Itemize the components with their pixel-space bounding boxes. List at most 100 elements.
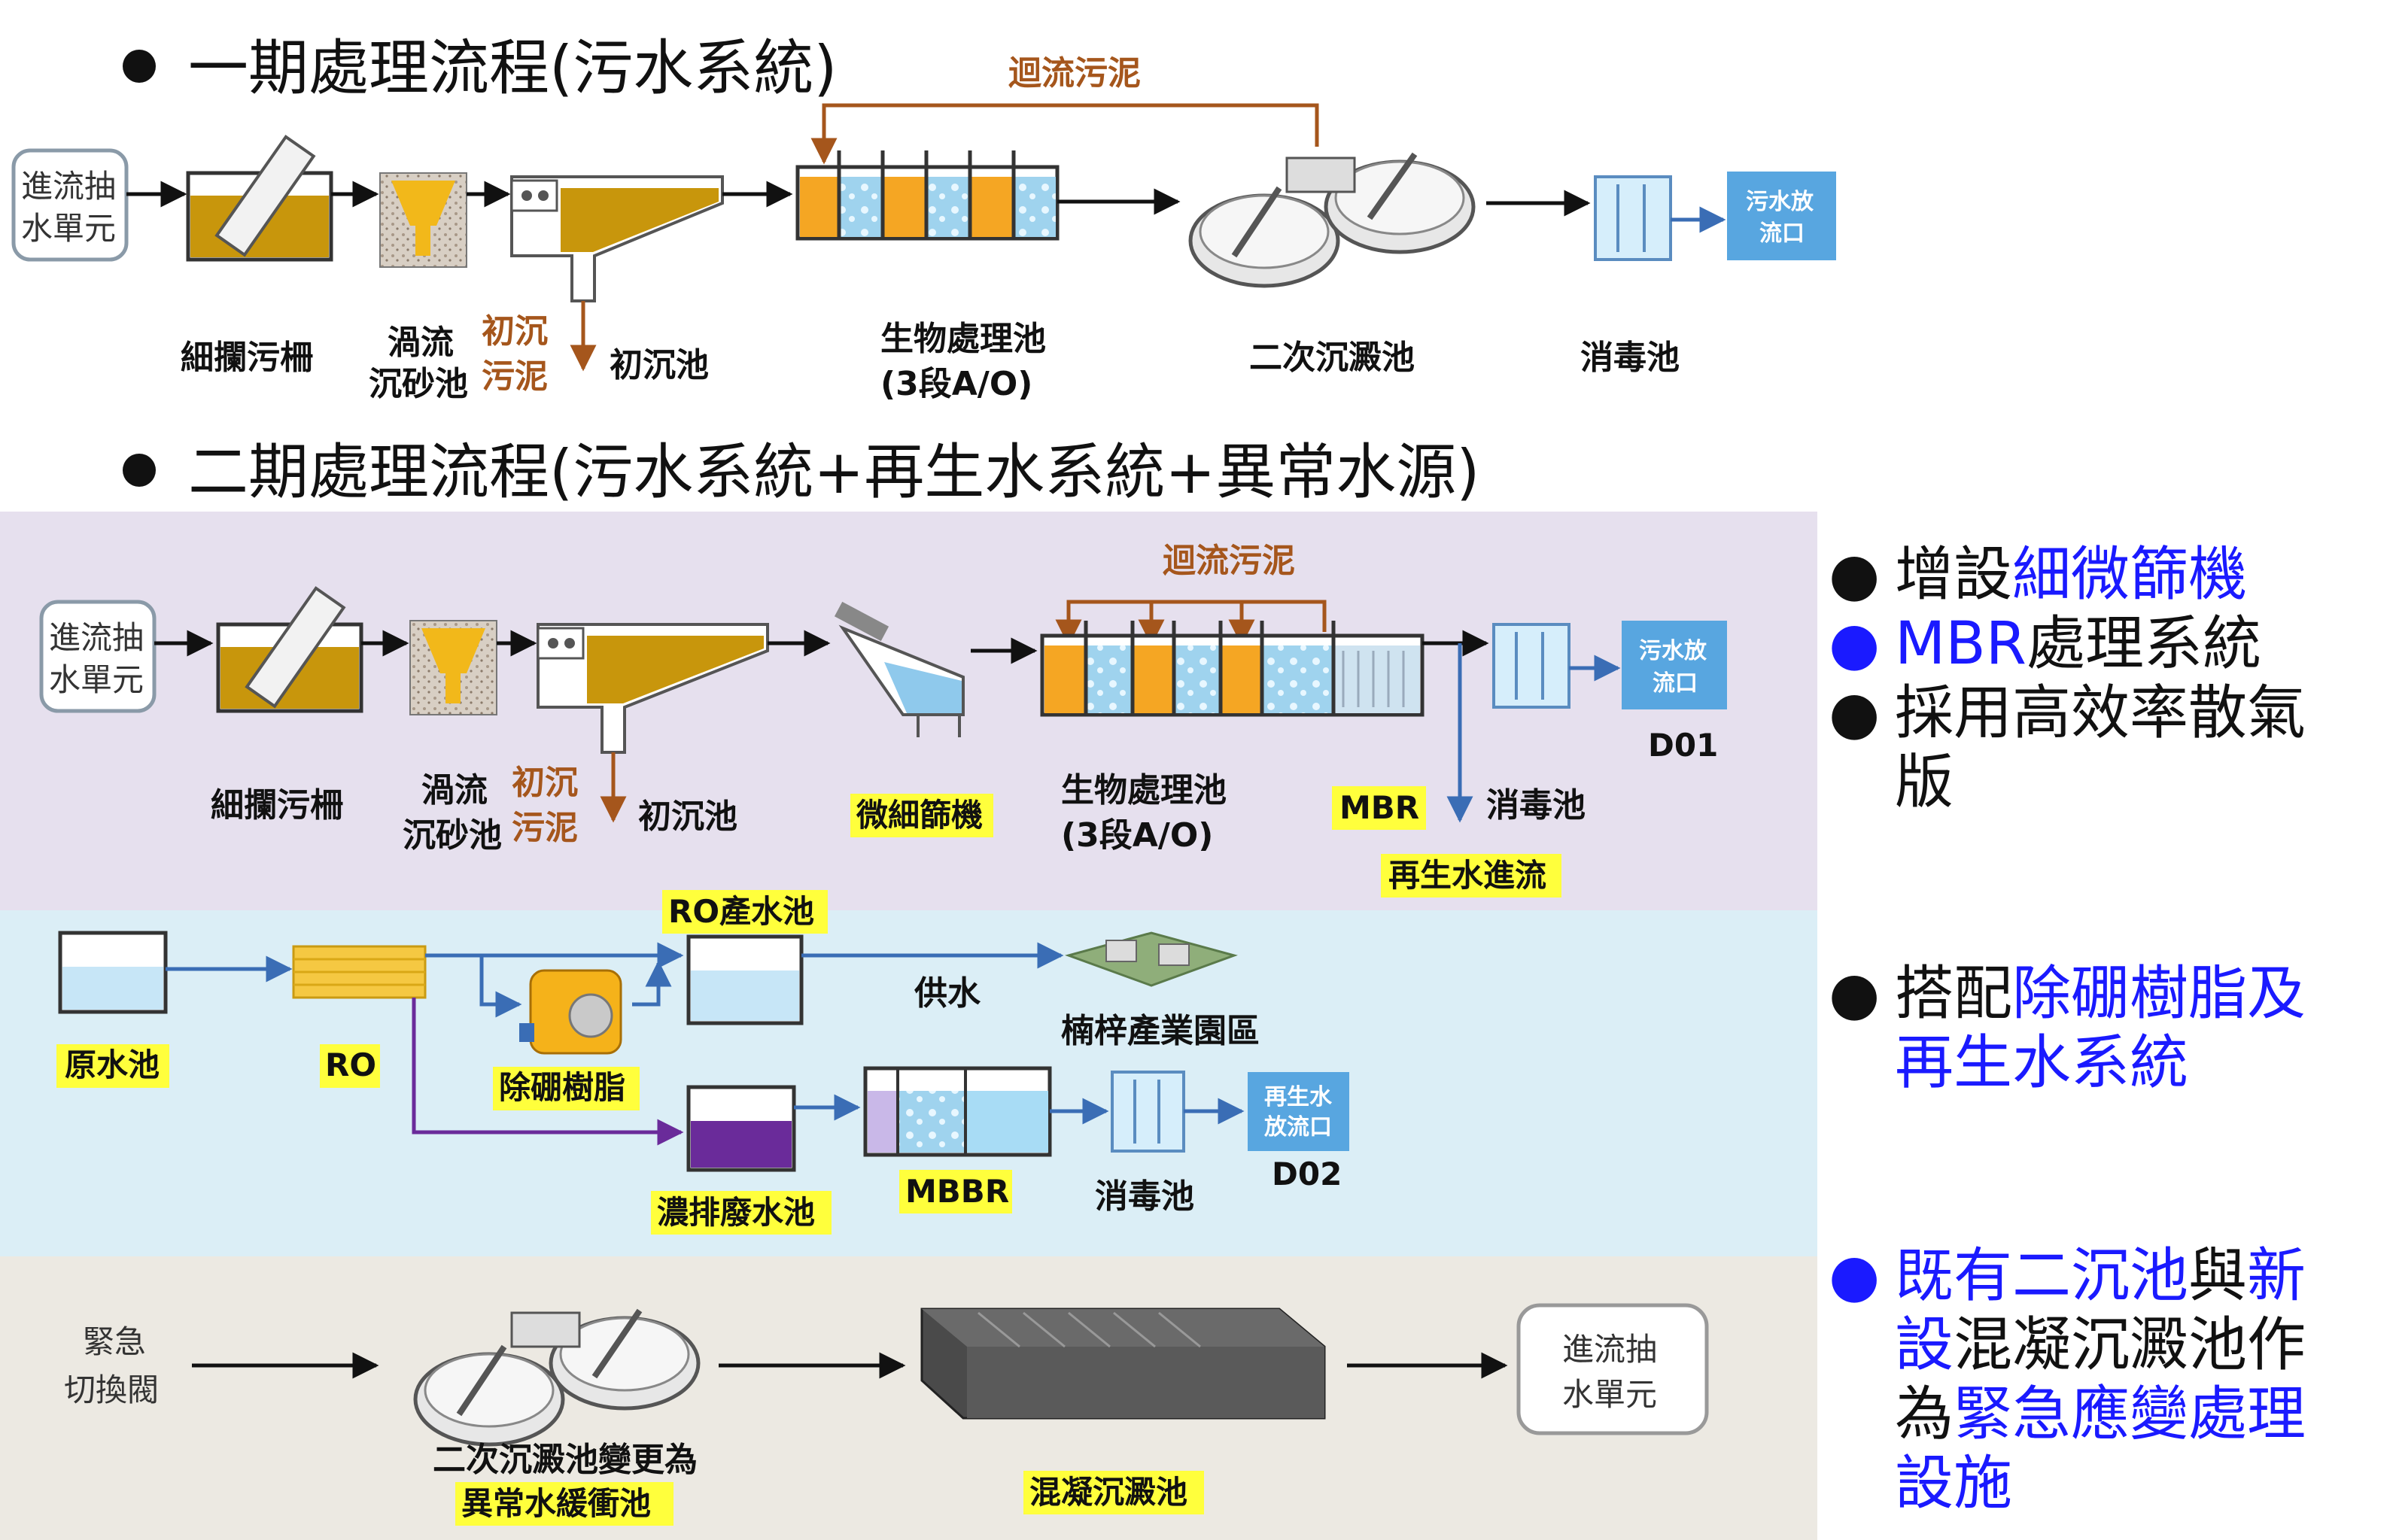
fine-screen-icon [186,135,333,262]
bullet-text-cont: 版 [1895,749,1954,816]
coag-label: 混凝沉澱池 [1029,1474,1187,1511]
grit-label-1: 渦流 [421,771,488,809]
buffer-label-2: 異常水緩衝池 [461,1485,651,1522]
micro-screen-highlight [850,794,993,837]
bullet-text: 增設 [1895,541,2013,609]
secondary-label: 二次沉澱池 [1249,339,1415,377]
outlet-label-1: 污水放 [1639,638,1707,664]
mbbr-highlight [899,1170,1012,1213]
outlet-label-1: 污水放 [1746,189,1814,215]
bullet-text-blue: MBR [1895,610,2027,678]
inflow-label-2: 水單元 [1562,1376,1657,1413]
mbr-highlight [1332,786,1426,830]
bullet-text-blue: 緊急應變處理 [1954,1381,2306,1448]
bullet-5: ●既有二沉池與新 設混凝沉澱池作 為緊急應變處理 設施 [1829,1241,2370,1518]
inflow-label-2: 水單元 [49,661,144,698]
disinfection-label: 消毒池 [1580,339,1680,377]
return-sludge-label-2: 迴流污泥 [1163,542,1295,580]
bio-label-1: 生物處理池 [880,320,1046,358]
reclaimed-inflow-label: 再生水進流 [1388,857,1546,894]
bullet-text-blue: 設 [1895,1311,1954,1379]
outlet-label-2: 流口 [1653,670,1698,697]
disinfection-label: 消毒池 [1486,786,1586,825]
return-sludge-line [810,103,1319,165]
coag-highlight [1023,1471,1204,1514]
primary-sludge-label-2: 污泥 [482,357,548,396]
mbbr-label: MBBR [905,1173,1009,1210]
disinfection-label: 消毒池 [1095,1177,1194,1216]
micro-screen-label: 微細篩機 [856,797,983,834]
bio-tank-icon [795,150,1060,241]
phase1-heading: 一期處理流程(污水系統) [188,33,837,103]
primary-sludge-label-2: 污泥 [512,809,578,847]
grit-label-2: 沉砂池 [403,816,502,855]
outlet-code: D01 [1648,727,1718,764]
outlet-box [1727,172,1836,260]
bullet-text-blue: 除硼樹脂及 [2012,960,2306,1028]
raw-water-tank-icon [58,931,168,1014]
bullet-dot: ● [1829,541,1881,609]
bio-label-2: (3段A/O) [880,365,1032,403]
bullet-text: 處理系統 [2027,610,2262,678]
bio-label-1: 生物處理池 [1061,771,1227,809]
ro-membrane-icon [292,945,427,999]
inflow-unit-box-2 [39,600,157,713]
brine-tank-highlight [651,1191,832,1235]
secondary-clarifier-icon [1188,152,1476,288]
heading-bullet [123,454,156,487]
valve-label-1: 緊急 [83,1323,146,1360]
primary-clarifier-icon [510,175,724,302]
park-label: 楠梓產業園區 [1061,1012,1260,1050]
bullet-dot: ● [1829,679,1881,747]
boron-resin-label: 除硼樹脂 [499,1069,625,1106]
outlet-label-1: 再生水 [1264,1084,1333,1110]
ro-product-tank-icon [686,934,804,1025]
bullet-3: ●採用高效率散氣 版 [1829,679,2370,817]
inflow-label-1: 進流抽 [49,619,144,656]
inflow-label-1: 進流抽 [21,168,116,205]
buffer-tank-icon [413,1308,701,1447]
coag-tank-icon [920,1308,1326,1420]
grit-chamber-icon [379,172,467,268]
valve-label-2: 切換閥 [64,1371,159,1408]
brine-tank-icon [686,1085,796,1172]
primary-sludge-label-1: 初沉 [482,312,548,351]
boron-return-line [632,960,672,1007]
primary-tank-label: 初沉池 [638,797,737,836]
bullet-2: ●MBR處理系統 [1829,609,2370,679]
bullet-text: 為 [1895,1381,1954,1448]
outlet-box-2 [1622,621,1727,709]
brine-line [412,998,684,1146]
disinfection-icon [1492,623,1570,709]
ro-label: RO [325,1046,376,1083]
abnormal-band [0,1256,1817,1540]
primary-clarifier-icon [537,623,769,754]
bullet-text-blue: 既有二沉池 [1895,1242,2189,1310]
screen-label: 細攔污柵 [211,786,343,825]
bullet-dot: ● [1829,610,1881,678]
bullet-text: 混凝沉澱池作 [1954,1311,2306,1379]
bullet-dot: ● [1829,1242,1881,1310]
inflow-label-1: 進流抽 [1562,1331,1657,1368]
boron-branch-line [479,955,522,1018]
grit-label-1: 渦流 [388,323,454,362]
phase2-heading: 二期處理流程(污水系統+再生水系統+異常水源) [188,437,1479,507]
bullet-4: ●搭配除硼樹脂及 再生水系統 [1829,959,2370,1098]
bullet-text-blue: 新 [2247,1242,2306,1310]
boron-resin-highlight [493,1067,640,1110]
primary-sludge-label-1: 初沉 [512,764,578,802]
fine-screen-icon [216,586,363,713]
bio-label-2: (3段A/O) [1061,816,1213,855]
inflow-unit-box-3 [1516,1303,1709,1435]
ro-product-label: RO產水池 [668,893,814,930]
disinfection-icon [1111,1071,1185,1153]
inflow-label-2: 水單元 [21,210,116,247]
bio-tank-mbr-icon [1040,621,1425,717]
outlet-code: D02 [1272,1156,1342,1192]
primary-tank-label: 初沉池 [610,346,709,384]
inflow-unit-box [11,148,129,262]
bullet-text-blue: 設施 [1895,1450,2013,1517]
bullet-text: 與 [2188,1242,2248,1310]
mbbr-icon [863,1066,1052,1157]
